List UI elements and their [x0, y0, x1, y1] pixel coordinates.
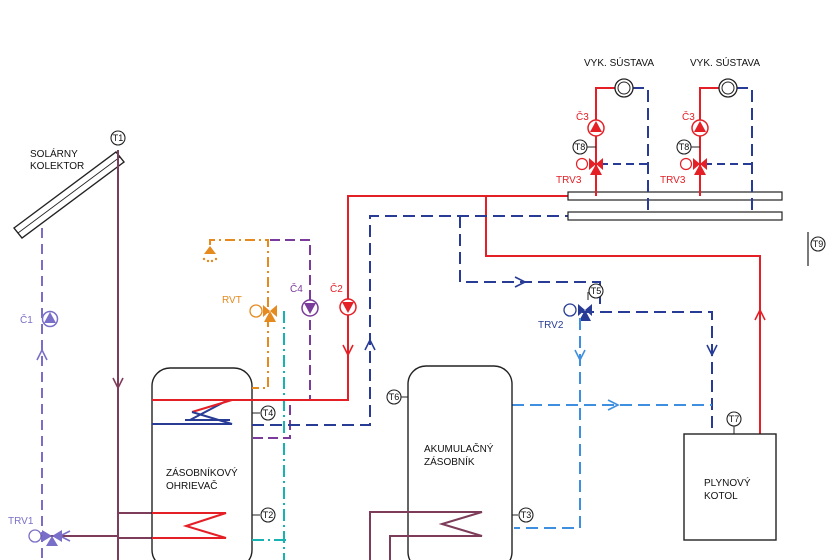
pump-c1-label: Č1 [20, 313, 33, 326]
supply-pipe-red [232, 195, 761, 434]
collector-label-line2: KOLEKTOR [30, 161, 84, 172]
vyk-sustava-2-label: VYK. SÚSTAVA [690, 56, 760, 69]
svg-text:T2: T2 [263, 510, 274, 520]
pump-c3a-label: Č3 [576, 110, 589, 123]
sensor-t7: T7 [726, 411, 742, 434]
storage-heater-label-line1: ZÁSOBNÍKOVÝ [166, 466, 238, 479]
valve-trv1-label: TRV1 [8, 516, 34, 527]
mixing-valve-rvt-icon [249, 304, 277, 322]
pump-c4-icon [301, 299, 319, 317]
accumulation-link-pipe [512, 318, 712, 529]
pump-c1-icon [41, 310, 59, 328]
pump-c3b-label: Č3 [682, 110, 695, 123]
storage-heater-label-line2: OHRIEVAČ [166, 479, 218, 492]
heating-circuit-2 [676, 78, 753, 216]
valve-trv2-icon [563, 303, 592, 321]
shower-icon [202, 246, 218, 263]
gas-boiler-label-line1: PLYNOVÝ [704, 476, 751, 489]
heating-circuit-1 [572, 78, 649, 216]
cold-water-pipe [252, 311, 290, 560]
gas-boiler [683, 433, 777, 541]
vyk-sustava-1-label: VYK. SÚSTAVA [584, 56, 654, 69]
sensor-t6: T6 [386, 389, 408, 405]
sensor-t8b: T8 [679, 142, 690, 152]
distribution-header-top [567, 191, 783, 201]
svg-text:T4: T4 [263, 408, 274, 418]
sensor-t3: T3 [512, 507, 534, 523]
accumulation-tank-label-line2: ZÁSOBNÍK [424, 455, 475, 468]
sensor-t1: T1 [110, 130, 126, 146]
sensor-t9: T9 [807, 232, 826, 266]
svg-text:T1: T1 [113, 133, 124, 143]
collector-label-line1: SOLÁRNY [30, 147, 78, 160]
accumulation-tank-label-line1: AKUMULAČNÝ [424, 442, 494, 455]
svg-text:T5: T5 [591, 286, 602, 296]
valve-trv1-icon [28, 529, 62, 546]
sensor-t2: T2 [252, 507, 276, 523]
sensor-t4: T4 [252, 405, 276, 421]
pump-c4-label: Č4 [290, 282, 303, 295]
svg-text:T9: T9 [813, 239, 824, 249]
svg-text:T7: T7 [729, 414, 740, 424]
accumulation-coil [369, 511, 483, 560]
valve-trv3a-label: TRV3 [556, 175, 582, 186]
valve-trv3b-label: TRV3 [660, 175, 686, 186]
sensor-t5: T5 [587, 283, 604, 300]
sensor-t8a: T8 [575, 142, 586, 152]
heater-lower-coil [152, 512, 227, 539]
pump-c2-icon [339, 298, 357, 316]
circulation-pipe [252, 239, 311, 439]
hot-water-pipe [209, 239, 269, 389]
svg-text:T6: T6 [389, 392, 400, 402]
svg-text:T3: T3 [521, 510, 532, 520]
pump-c2-label: Č2 [330, 282, 343, 295]
valve-trv2-label: TRV2 [538, 320, 564, 331]
solar-collector [13, 151, 125, 239]
gas-boiler-label-line2: KOTOL [704, 491, 738, 502]
distribution-header-bottom [567, 211, 783, 221]
rvt-label: RVT [222, 295, 242, 306]
